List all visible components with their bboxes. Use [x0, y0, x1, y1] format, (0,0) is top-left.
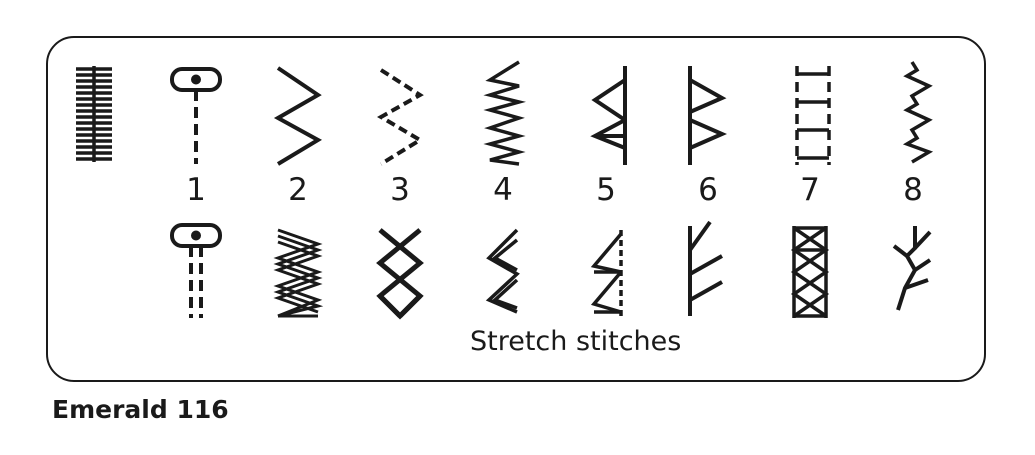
needle-position-icon [76, 66, 112, 162]
triple-straight-stitch-icon [170, 223, 222, 318]
stitch-number: 1 [186, 172, 206, 208]
overlock-stitch-icon [590, 230, 623, 316]
model-name: Emerald 116 [52, 395, 229, 424]
feather-stitch-icon [688, 220, 723, 316]
straight-stitch-icon [170, 67, 222, 164]
stretch-blind-hem-icon [590, 66, 627, 165]
blind-hem-stitch-icon [483, 60, 526, 166]
stretch-stitches-caption: Stretch stitches [470, 326, 682, 357]
stretch-zigzag-icon [485, 228, 520, 314]
stitch-number: 4 [493, 172, 513, 208]
tree-stitch-icon [892, 226, 932, 311]
honeycomb-stitch-icon [376, 228, 424, 320]
stitch-number: 3 [390, 172, 410, 208]
elastic-stitch-icon [902, 61, 934, 164]
stitch-number: 6 [698, 172, 718, 208]
multi-step-zigzag-icon [376, 68, 424, 166]
stitch-number: 2 [288, 172, 308, 208]
triple-zigzag-icon [273, 228, 324, 318]
overcast-stitch-icon [790, 226, 830, 318]
stitch-panel [46, 36, 986, 382]
blanket-stitch-icon [688, 66, 727, 165]
zigzag-stitch-icon [273, 66, 323, 166]
running-stitch-icon [795, 66, 831, 165]
stitch-number: 5 [596, 172, 616, 208]
stitch-number: 7 [800, 172, 820, 208]
stitch-number: 8 [903, 172, 923, 208]
